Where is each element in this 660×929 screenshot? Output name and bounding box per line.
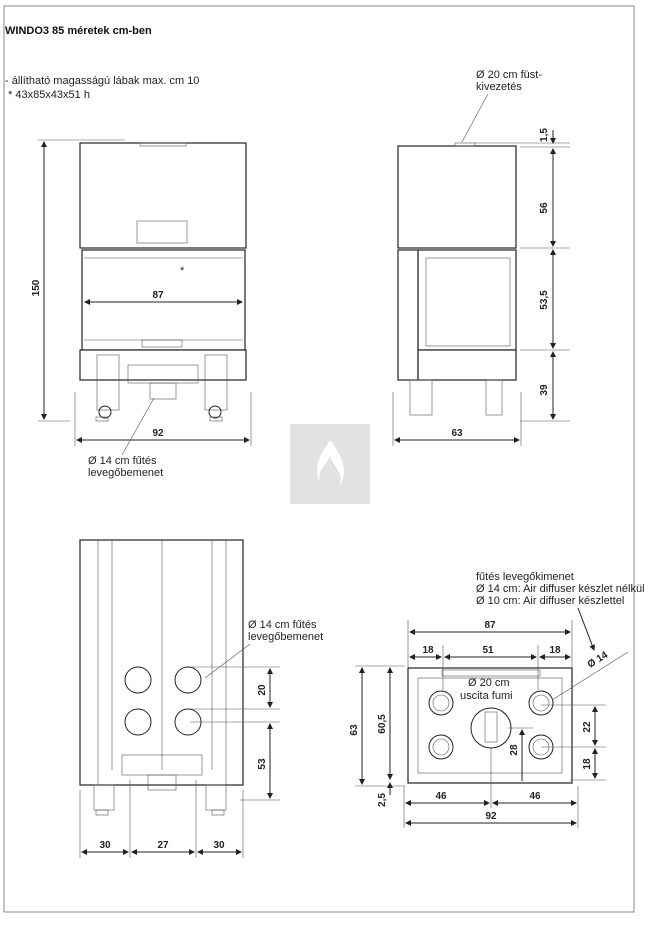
dim-top-18-bottom: 18: [582, 758, 593, 770]
top-view: fűtés levegőkimenet Ø 14 cm: Air diffuse…: [349, 571, 645, 828]
note-legs: - állítható magasságú lábak max. cm 10: [5, 75, 199, 87]
side-view: Ø 20 cm füst- kivezetés 1,5 56 53,5 39 6…: [392, 69, 570, 446]
dim-side-1-5: 1,5: [539, 128, 550, 142]
page-frame: [3, 5, 635, 913]
dim-top-87: 87: [484, 620, 496, 631]
dim-top-18-right: 18: [549, 645, 561, 656]
dim-front-glass-width: 87: [152, 290, 164, 301]
dim-side-53-5: 53,5: [539, 290, 550, 310]
dim-top-92: 92: [485, 811, 497, 822]
dim-top-63: 63: [349, 724, 360, 736]
dim-top-2-5: 2,5: [377, 793, 388, 807]
asterisk-mark: *: [180, 265, 185, 277]
front-view: * 150 87 92 Ø 14 cm fűtés levegőbemenet: [31, 139, 252, 479]
front-callout-line1: Ø 14 cm fűtés: [88, 455, 157, 467]
dim-side-39: 39: [539, 384, 550, 396]
dim-side-56: 56: [539, 202, 550, 214]
back-view: Ø 14 cm fűtés levegőbemenet 20 53 30 27 …: [79, 539, 323, 858]
top-out-line1: fűtés levegőkimenet: [476, 571, 574, 583]
dim-back-53: 53: [257, 758, 268, 770]
side-flue-line2: kivezetés: [476, 81, 522, 93]
dim-top-22: 22: [582, 721, 593, 733]
dim-top-diameter: Ø 14: [586, 649, 611, 670]
dim-front-width: 92: [152, 428, 164, 439]
front-callout-line2: levegőbemenet: [88, 467, 163, 479]
dim-top-60-5: 60,5: [377, 714, 388, 734]
dim-top-28: 28: [509, 744, 520, 756]
dim-top-51: 51: [482, 645, 494, 656]
dim-back-20: 20: [257, 684, 268, 696]
side-flue-line1: Ø 20 cm füst-: [476, 69, 542, 81]
dim-back-27: 27: [157, 840, 169, 851]
drawing-title: WINDO3 85 méretek cm-ben: [5, 25, 152, 37]
dim-back-30-right: 30: [213, 840, 225, 851]
top-out-line2: Ø 14 cm: Air diffuser készlet nélkül: [476, 583, 645, 595]
top-flue-line1: Ø 20 cm: [468, 677, 510, 689]
dim-back-30-left: 30: [99, 840, 111, 851]
note-glass: * 43x85x43x51 h: [8, 89, 90, 101]
flame-logo-watermark: [290, 424, 370, 504]
dim-top-46-right: 46: [529, 791, 541, 802]
dim-top-46-left: 46: [435, 791, 447, 802]
dim-top-18-left: 18: [422, 645, 434, 656]
top-out-line3: Ø 10 cm: Air diffuser készlettel: [476, 595, 624, 607]
back-callout-line2: levegőbemenet: [248, 631, 323, 643]
back-callout-line1: Ø 14 cm fűtés: [248, 619, 317, 631]
top-flue-line2: uscita fumi: [460, 690, 513, 702]
dim-side-depth: 63: [451, 428, 463, 439]
dim-front-height: 150: [31, 279, 42, 296]
